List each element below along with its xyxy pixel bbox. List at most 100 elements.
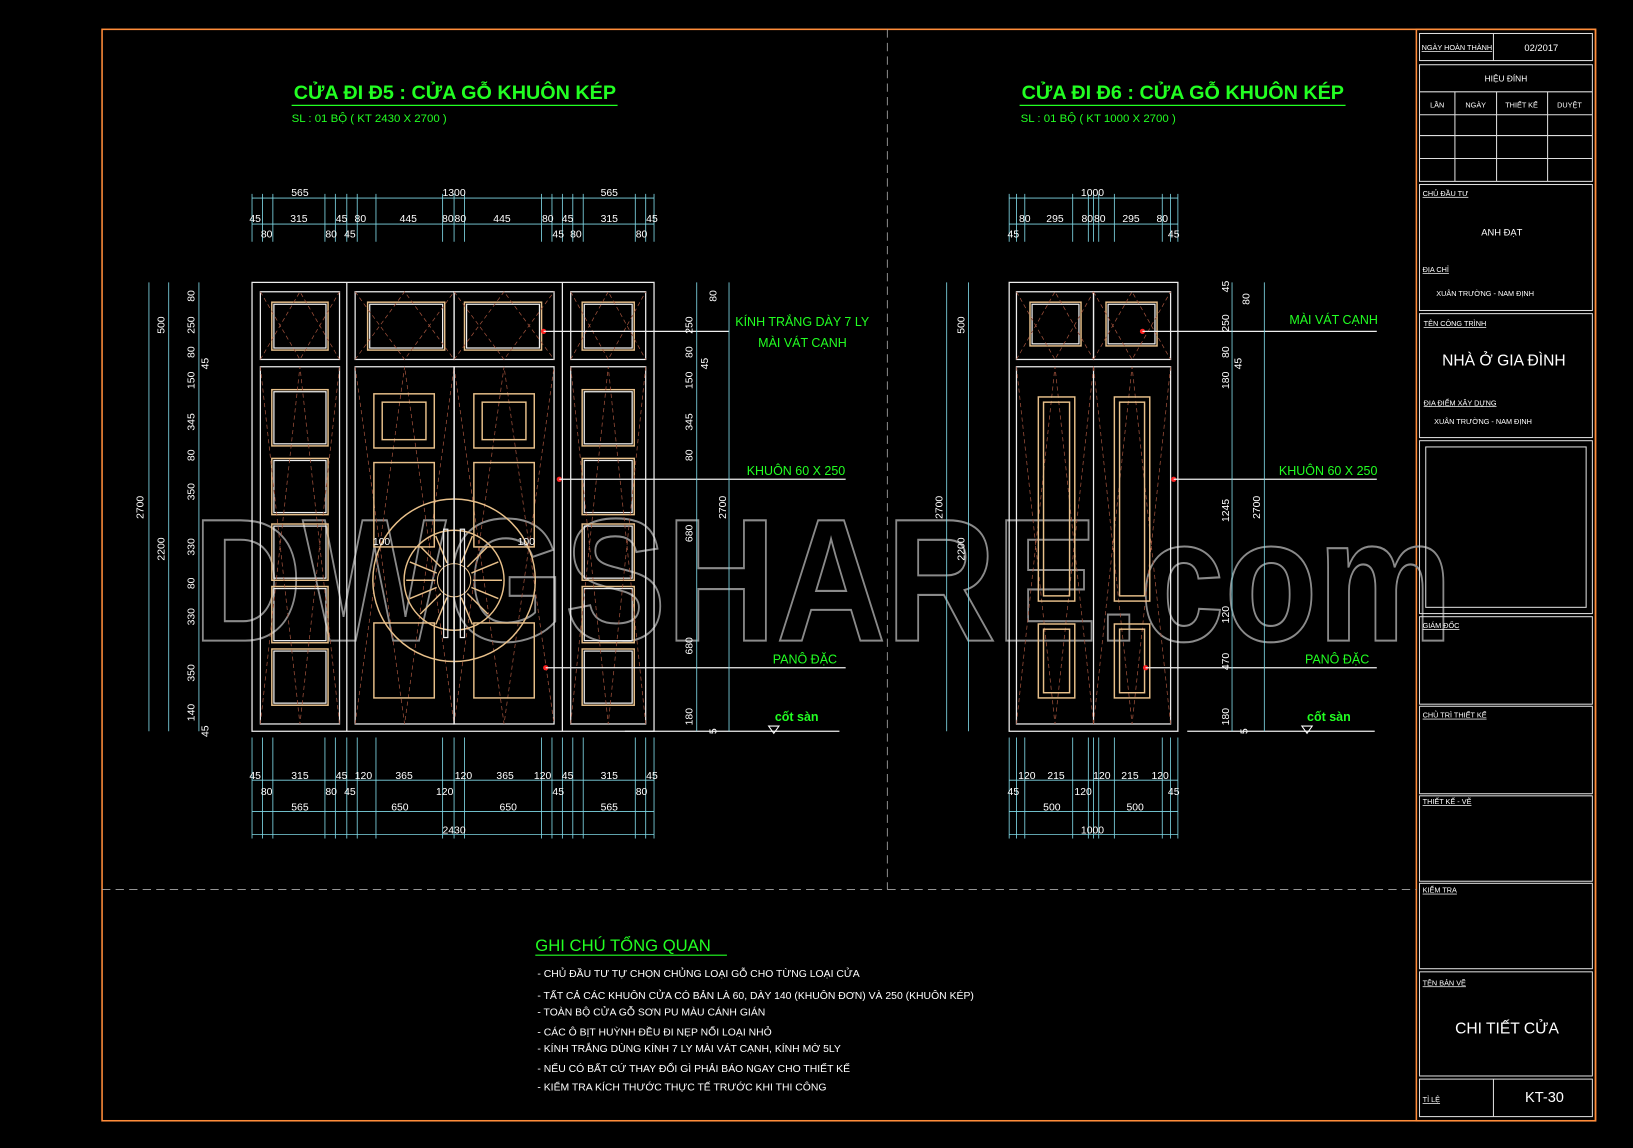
dimension-label: 2700: [1252, 496, 1263, 519]
lower-panel: [373, 622, 436, 699]
glass-bead: [1029, 301, 1082, 347]
dimension-label: 5: [709, 728, 720, 734]
dimension-label: 45: [552, 230, 564, 241]
sunburst-ray: [471, 561, 499, 574]
dimension-label: 80: [685, 449, 696, 461]
glass-pane: [583, 587, 633, 642]
glass-pane: [583, 459, 633, 514]
d5-side-transom: [570, 291, 647, 361]
d5-handle-dim-left: 100: [373, 537, 391, 548]
lead-designer-label: CHỦ TRÌ THIẾT KẾ: [1423, 710, 1487, 720]
sunburst-ray: [466, 592, 489, 615]
glass-pane: [583, 303, 633, 349]
dimension-label: 45: [344, 230, 356, 241]
sunburst-ray: [460, 535, 474, 564]
dimension-label: 45: [249, 771, 261, 782]
dimension-label: 80: [1221, 346, 1232, 358]
glass-pane: [369, 303, 444, 349]
dimension-label: 500: [1043, 802, 1061, 813]
dimension-label: 80: [455, 214, 467, 225]
dimension-label: 45: [1008, 230, 1020, 241]
lower-panel: [473, 461, 535, 548]
dimension-label: 80: [1242, 293, 1253, 305]
swing-indicator: [453, 366, 555, 725]
location-value: XUÂN TRƯỜNG - NAM ĐỊNH: [1434, 417, 1532, 426]
dimension-label: 80: [1019, 214, 1031, 225]
sunburst-ray: [466, 545, 489, 568]
dimension-label: 80: [442, 214, 454, 225]
glass-pane: [583, 650, 633, 704]
d5-subtitle: SL : 01 BỘ ( KT 2430 X 2700 ): [292, 112, 447, 125]
glass-bead: [271, 457, 329, 516]
swing-indicator: [260, 366, 340, 725]
sunburst-ray: [460, 597, 474, 625]
location-label: ĐỊA ĐIỂM XÂY DỰNG: [1424, 398, 1497, 407]
dimension-label: 45: [200, 358, 211, 370]
dimension-label: 45: [336, 771, 348, 782]
d5-label-glass-1: KÍNH TRẮNG DÀY 7 LY: [735, 314, 870, 329]
dimension-label: 250: [1221, 314, 1232, 332]
completion-value: 02/2017: [1524, 43, 1558, 53]
d6-label-panel: PANÔ ĐẶC: [1305, 652, 1369, 667]
d5-title: CỬA ĐI Đ5 : CỬA GỖ KHUÔN KÉP: [294, 80, 616, 104]
dimension-label: 45: [344, 787, 356, 798]
dimension-label: 80: [709, 290, 720, 302]
dimension-label: 80: [261, 230, 273, 241]
d6-transom: [1092, 291, 1172, 361]
dimension-label: 1000: [1081, 188, 1104, 199]
dimension-label: 120: [1151, 771, 1169, 782]
drawing-name-value: CHI TIẾT CỬA: [1455, 1018, 1559, 1037]
dimension-label: 45: [1233, 358, 1244, 370]
tall-panel-inner: [1042, 401, 1071, 597]
sunburst-ray: [419, 545, 442, 568]
glass-pane: [273, 650, 327, 704]
dimension-label: 1245: [1221, 499, 1232, 522]
dimension-label: 250: [187, 316, 198, 334]
tall-panel-inner: [1118, 401, 1146, 597]
glass-pane: [583, 525, 633, 579]
glass-bead: [581, 523, 635, 581]
revision-header-3: DUYỆT: [1557, 100, 1582, 109]
address-value: XUÂN TRƯỜNG - NAM ĐỊNH: [1436, 289, 1534, 298]
sunburst-ray: [409, 586, 438, 600]
short-panel-inner: [1042, 628, 1071, 694]
glass-bead: [581, 301, 635, 351]
note-item: - CHỦ ĐẦU TƯ TỰ CHỌN CHỦNG LOẠI GỖ CHO T…: [537, 967, 859, 980]
raised-panel: [373, 393, 436, 449]
director-label: GIÁM ĐỐC: [1423, 620, 1460, 630]
dimension-label: 80: [187, 449, 198, 461]
dimension-label: 565: [291, 188, 309, 199]
floor-level-icon: [1300, 725, 1314, 735]
dimension-label: 120: [355, 771, 373, 782]
revision-header-0: LẦN: [1430, 99, 1444, 109]
revision-header-2: THIẾT KẾ: [1505, 99, 1538, 109]
glass-bead: [1105, 301, 1158, 347]
sheet-number: KT-30: [1525, 1090, 1564, 1106]
dimension-label: 120: [1074, 787, 1092, 798]
glass-pane: [583, 391, 633, 445]
glass-bead: [271, 388, 329, 447]
note-item: - KIỂM TRA KÍCH THƯỚC THỰC TẾ TRƯỚC KHI …: [537, 1081, 826, 1094]
glass-pane: [1107, 303, 1156, 345]
dimension-label: 330: [187, 538, 198, 556]
swing-indicator: [1016, 366, 1094, 725]
dimension-label: 45: [249, 214, 261, 225]
dimension-label: 330: [187, 608, 198, 626]
dimension-label: 1000: [1081, 825, 1104, 836]
watermark: DWGSHARE.com: [193, 484, 1453, 679]
dimension-label: 45: [562, 771, 574, 782]
door-handle: [459, 528, 466, 639]
dimension-label: 315: [291, 771, 309, 782]
dimension-label: 45: [1221, 281, 1232, 293]
project-value: NHÀ Ở GIA ĐÌNH: [1442, 351, 1566, 370]
swing-indicator: [354, 291, 455, 361]
floor-level-icon: [767, 725, 781, 735]
glass-bead: [581, 648, 635, 706]
drawing-name-label: TÊN BẢN VẼ: [1423, 978, 1466, 987]
dimension-label: 1300: [442, 188, 465, 199]
glass-pane: [1031, 303, 1080, 345]
note-item: - TOÀN BỘ CỬA GỖ SƠN PU MÀU CÁNH GIÁN: [537, 1006, 765, 1019]
dimension-label: 365: [395, 771, 413, 782]
dimension-label: 150: [685, 371, 696, 389]
